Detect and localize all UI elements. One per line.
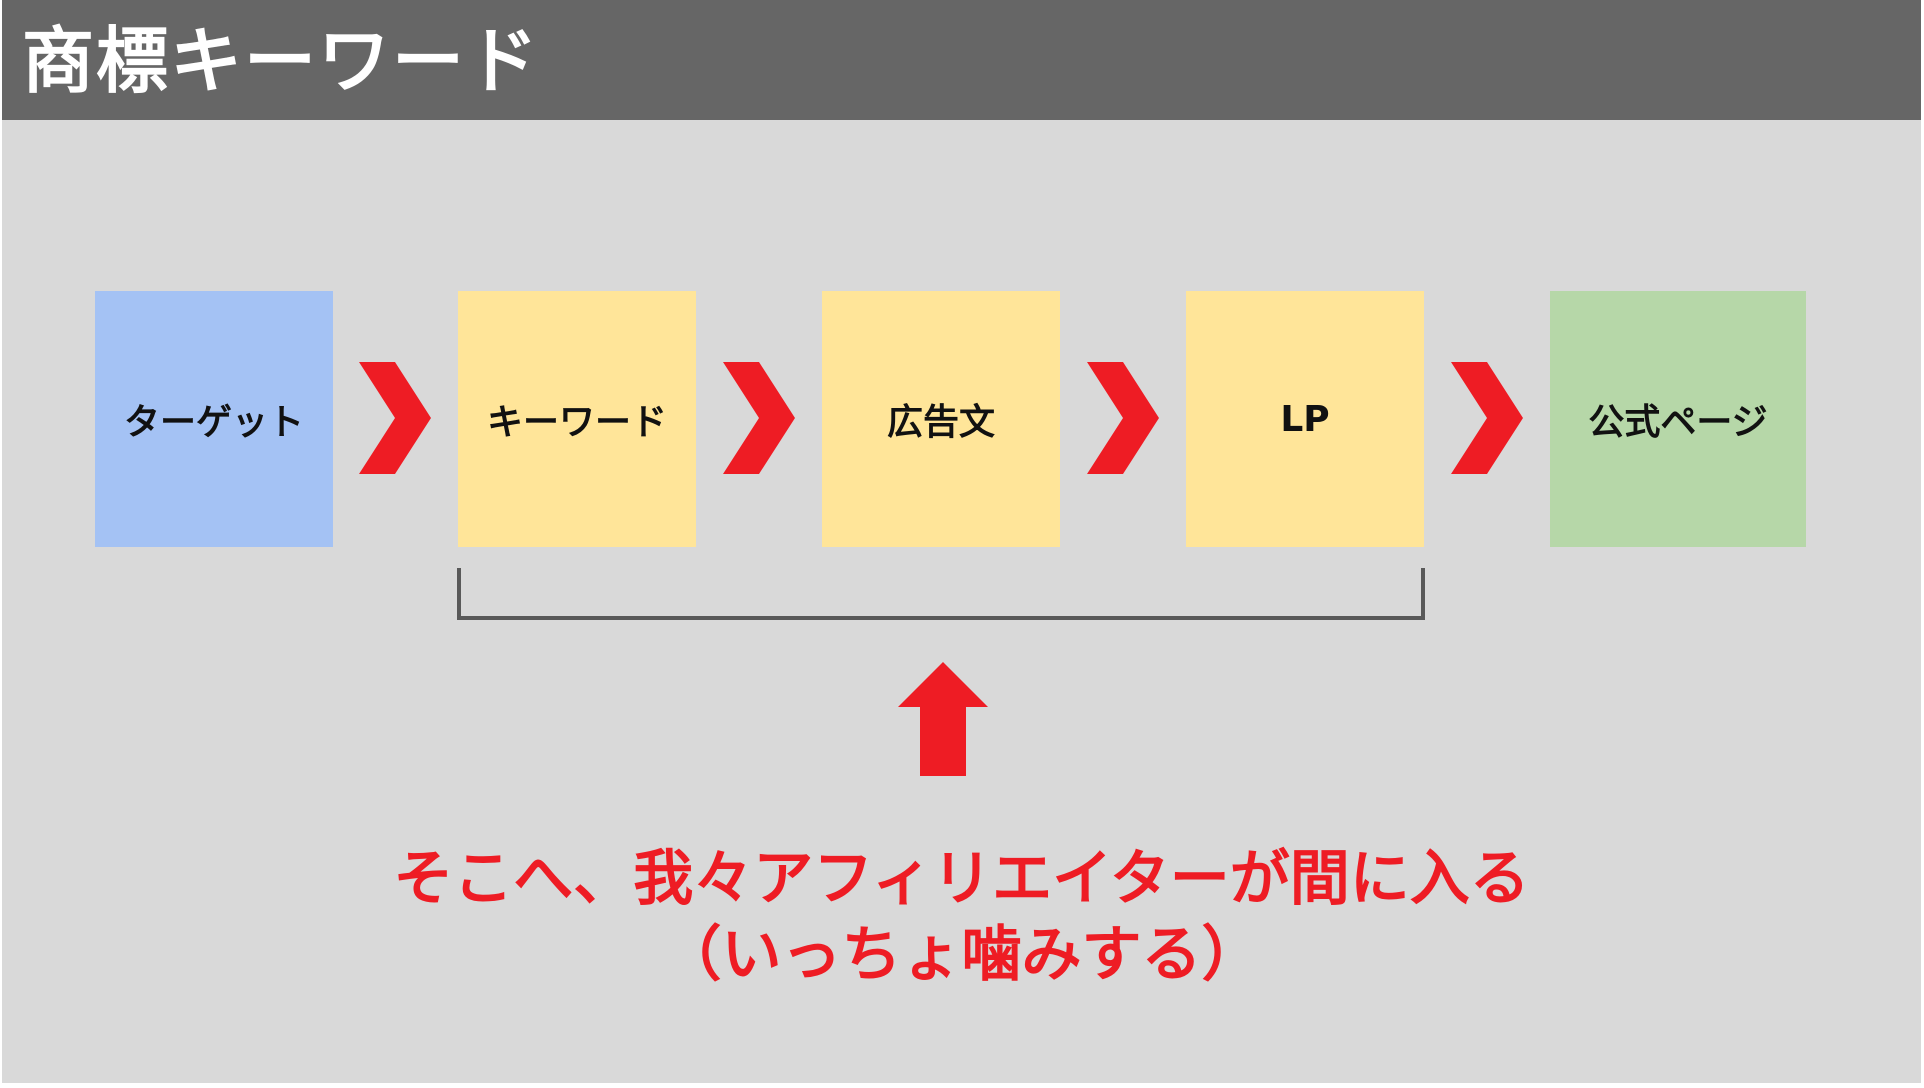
chevron-right-icon [359, 362, 431, 474]
grouping-bracket [457, 568, 1425, 620]
chevron-right-icon [1087, 362, 1159, 474]
flow-step-target: ターゲット [95, 291, 333, 547]
slide-title: 商標キーワード [22, 19, 541, 103]
arrow-up-icon [898, 662, 988, 776]
chevron-right-icon [723, 362, 795, 474]
callout-line-1: そこへ、我々アフィリエイターが間に入る [393, 844, 1530, 914]
chevron-right-icon [1451, 362, 1523, 474]
title-bar: 商標キーワード [2, 0, 1921, 120]
flow-step-official-page: 公式ページ [1550, 291, 1806, 547]
flow-step-lp: LP [1186, 291, 1424, 547]
flow-step-keyword: キーワード [458, 291, 696, 547]
callout-line-2: （いっちょ噛みする） [661, 920, 1262, 990]
flow-step-ad-copy: 広告文 [822, 291, 1060, 547]
